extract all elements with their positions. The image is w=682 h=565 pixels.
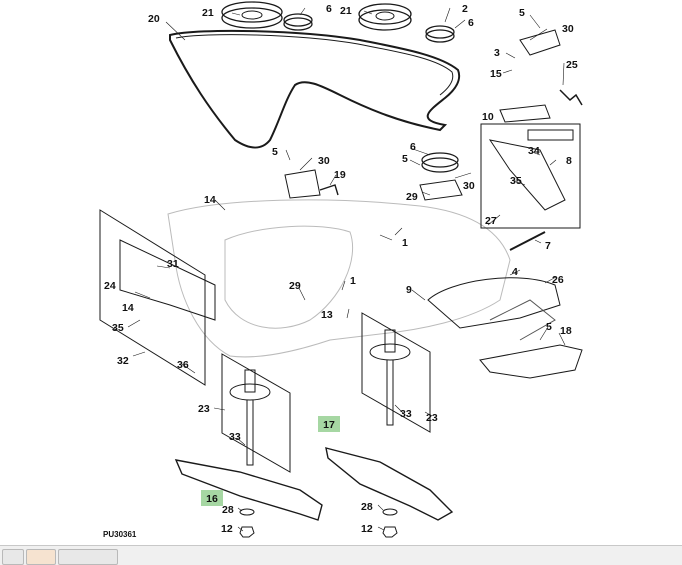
callout-33[interactable]: 33 [229, 431, 241, 443]
callout-6[interactable]: 6 [410, 141, 416, 153]
callout-21[interactable]: 21 [202, 7, 214, 19]
callout-16-highlight [201, 490, 223, 506]
callout-12[interactable]: 12 [221, 523, 233, 535]
callout-34[interactable]: 34 [528, 145, 540, 157]
callout-5[interactable]: 5 [546, 321, 552, 333]
discharge-chute [427, 277, 561, 329]
callout-25[interactable]: 25 [566, 59, 578, 71]
callout-29[interactable]: 29 [406, 191, 418, 203]
callout-8[interactable]: 8 [566, 155, 572, 167]
callout-3[interactable]: 3 [494, 47, 500, 59]
drive-belt [169, 29, 461, 149]
mower-deck [167, 199, 511, 358]
callout-14[interactable]: 14 [204, 194, 216, 206]
callout-7[interactable]: 7 [545, 240, 551, 252]
left-shield [119, 239, 216, 321]
callout-13[interactable]: 13 [321, 309, 333, 321]
spindle-right [369, 343, 411, 361]
callout-10[interactable]: 10 [482, 111, 494, 123]
blade-right [325, 447, 454, 521]
callout-21[interactable]: 21 [340, 5, 352, 17]
idler-arm [519, 29, 561, 56]
callout-6[interactable]: 6 [326, 3, 332, 15]
rod-7 [509, 231, 546, 251]
nut-right [382, 526, 398, 538]
callout-27[interactable]: 27 [485, 215, 497, 227]
pulley-left [221, 1, 283, 23]
callout-16[interactable]: 16 [206, 493, 218, 505]
callout-6[interactable]: 6 [468, 17, 474, 29]
callout-32[interactable]: 32 [117, 355, 129, 367]
callout-33[interactable]: 33 [400, 408, 412, 420]
blade-left [174, 459, 323, 521]
callout-9[interactable]: 9 [406, 284, 412, 296]
spindle-frame-right [361, 312, 431, 433]
washer-right [382, 508, 398, 516]
callout-1[interactable]: 1 [402, 237, 408, 249]
nut-left [239, 526, 255, 538]
left-shield-frame [99, 209, 206, 386]
callout-2[interactable]: 2 [462, 3, 468, 15]
taskbar-button[interactable] [26, 549, 56, 565]
parts-diagram: 17 16 21 6 21 2 6 5 30 20 3 15 25 10 34 … [99, 1, 583, 539]
callout-23[interactable]: 23 [426, 412, 438, 424]
callout-15[interactable]: 15 [490, 68, 502, 80]
callout-5[interactable]: 5 [519, 7, 525, 19]
spindle-frame-left [221, 353, 291, 473]
callout-30[interactable]: 30 [562, 23, 574, 35]
callout-24[interactable]: 24 [104, 280, 116, 292]
spring-25 [559, 89, 583, 106]
safety-frame [480, 123, 581, 229]
callout-5[interactable]: 5 [402, 153, 408, 165]
callout-4[interactable]: 4 [512, 266, 518, 278]
callout-30[interactable]: 30 [318, 155, 330, 167]
idler-center [421, 152, 459, 168]
spindle-left [229, 383, 271, 401]
callout-17[interactable]: 17 [323, 419, 335, 431]
callout-28[interactable]: 28 [361, 501, 373, 513]
taskbar-button[interactable] [2, 549, 24, 565]
callout-5[interactable]: 5 [272, 146, 278, 158]
callout-20[interactable]: 20 [148, 13, 160, 25]
bracket-18 [479, 344, 583, 379]
callout-30[interactable]: 30 [463, 180, 475, 192]
idler-pulley-right [425, 25, 455, 39]
callout-17-highlight [318, 416, 340, 432]
pulley-right [358, 3, 412, 25]
diagram-reference-code: PU30361 [103, 530, 137, 539]
callout-12[interactable]: 12 [361, 523, 373, 535]
callout-36[interactable]: 36 [177, 359, 189, 371]
washer-left [239, 508, 255, 516]
callout-29[interactable]: 29 [289, 280, 301, 292]
callout-28[interactable]: 28 [222, 504, 234, 516]
callout-19[interactable]: 19 [334, 169, 346, 181]
callout-14[interactable]: 14 [122, 302, 134, 314]
callout-26[interactable]: 26 [552, 274, 564, 286]
callout-35[interactable]: 35 [112, 322, 124, 334]
taskbar [0, 545, 682, 565]
callout-23[interactable]: 23 [198, 403, 210, 415]
idler-pulley-left [283, 13, 313, 27]
callout-31[interactable]: 31 [167, 258, 179, 270]
taskbar-button[interactable] [58, 549, 118, 565]
callout-35[interactable]: 35 [510, 175, 522, 187]
callout-1[interactable]: 1 [350, 275, 356, 287]
callout-18[interactable]: 18 [560, 325, 572, 337]
idler-bracket [284, 169, 321, 199]
